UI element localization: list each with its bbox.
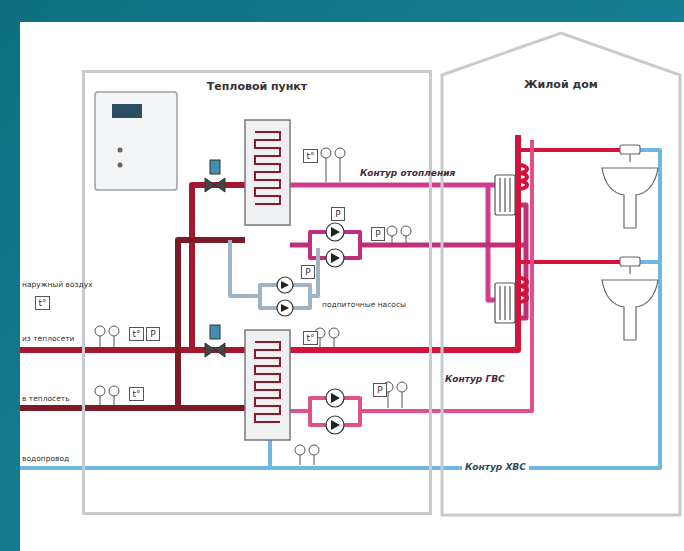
sensor-box: P [373, 383, 387, 397]
sensor-box: P [331, 207, 345, 221]
sensor-box: P [371, 227, 385, 241]
house-outline [442, 33, 680, 515]
circuit-label: Контур ХВС [462, 462, 529, 472]
substation-region: Тепловой пункт t° P P Pt° Pt° Pt° [82, 70, 432, 515]
sensor-label: t° [132, 328, 141, 340]
pipe-label: наружный воздух [22, 280, 93, 289]
sensor-label: P [376, 384, 384, 396]
pipe-label: водопровод [22, 454, 69, 463]
sensor-label: t° [306, 150, 315, 162]
sensor-box: t° [129, 387, 144, 401]
house-outline: Жилой дом [440, 30, 682, 517]
pipe-label: в теплосеть [22, 394, 70, 403]
sensor-label: t° [38, 297, 47, 309]
sensor-box: P [146, 327, 160, 341]
sensor-label: P [374, 228, 382, 240]
sensor-label: P [304, 266, 312, 278]
sensor-label: t° [306, 332, 315, 344]
pipe-label: подпиточные насосы [322, 300, 406, 309]
sensor-box: P [301, 265, 315, 279]
region-title: Тепловой пункт [85, 80, 429, 93]
house-shape [440, 30, 682, 517]
sensor-box: t° [303, 331, 318, 345]
circuit-label: Контур отопления [360, 168, 455, 178]
sensor-label: P [149, 328, 157, 340]
sensor-label: t° [132, 388, 141, 400]
sensor-box: t° [129, 327, 144, 341]
sensor-box: t° [35, 296, 50, 310]
sensor-box: t° [303, 149, 318, 163]
region-title: Жилой дом [440, 78, 682, 91]
pipe-label: из теплосети [22, 334, 75, 343]
sensor-label: P [334, 208, 342, 220]
circuit-label: Контур ГВС [445, 374, 505, 384]
